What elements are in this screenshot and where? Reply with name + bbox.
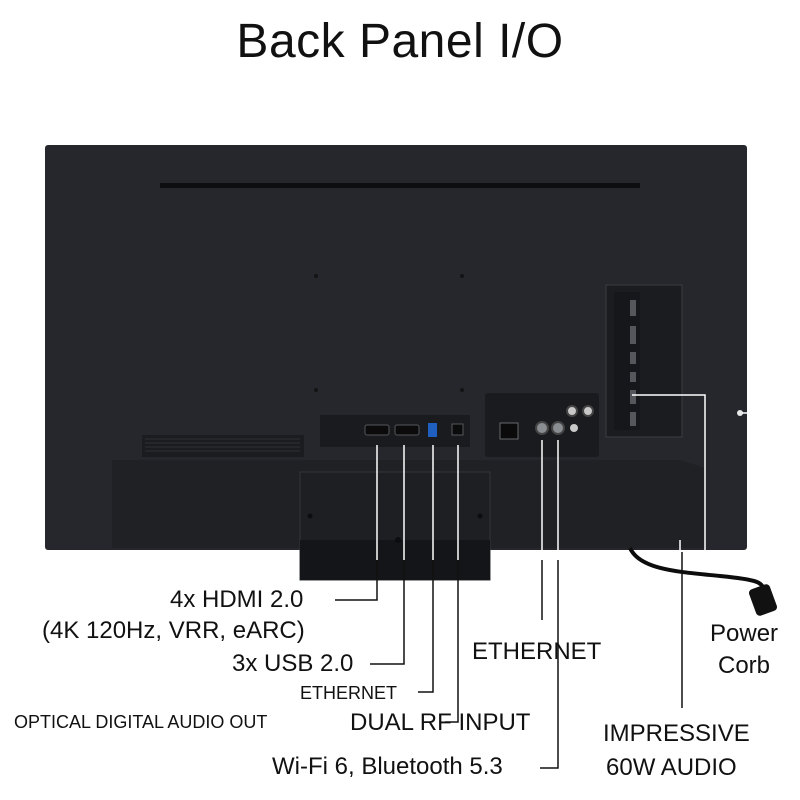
ethernet-large-label: ETHERNET: [472, 638, 602, 665]
hdmi-port-b: [394, 424, 420, 436]
optical-audio-label: OPTICAL DIGITAL AUDIO OUT: [14, 712, 268, 732]
side-ports: [630, 300, 636, 426]
page-title: Back Panel I/O: [236, 15, 564, 68]
power-cord: [628, 547, 767, 592]
mount-holes: [314, 274, 743, 416]
top-vent-slot: [160, 183, 640, 188]
power-cord-label-line2: Corb: [718, 652, 771, 679]
callout-lines-inside: [376, 394, 766, 568]
rf-port-a: [535, 421, 549, 435]
power-cord-label-line1: Power: [710, 620, 779, 647]
hdmi-callout-label: 4x HDMI 2.0: [170, 586, 304, 613]
audio-label-line1: IMPRESSIVE: [603, 720, 750, 747]
ethernet-small-label: ETHERNET: [300, 683, 398, 703]
audio-jack-b: [582, 405, 594, 417]
usb-callout-label: 3x USB 2.0: [232, 650, 354, 677]
dual-rf-label: DUAL RF INPUT: [350, 709, 531, 736]
hdmi-port-a: [364, 424, 390, 436]
small-jack: [570, 424, 578, 432]
hdmi-spec-label: (4K 120Hz, VRR, eARC): [42, 617, 305, 644]
ethernet-port: [499, 422, 519, 440]
audio-jack-a: [566, 405, 578, 417]
speaker-grille: [142, 435, 304, 457]
usb-port-2: [451, 423, 464, 436]
wifi-bluetooth-label: Wi-Fi 6, Bluetooth 5.3: [272, 753, 503, 780]
callout-lines-outside: [335, 552, 683, 769]
speaker-grille-lines: [145, 438, 300, 452]
side-port-strip: [614, 292, 640, 430]
power-plug: [749, 584, 777, 616]
stand-base: [300, 540, 490, 580]
rf-port-b: [551, 421, 565, 435]
usb-port: [428, 423, 437, 437]
audio-label-line2: 60W AUDIO: [606, 754, 737, 781]
